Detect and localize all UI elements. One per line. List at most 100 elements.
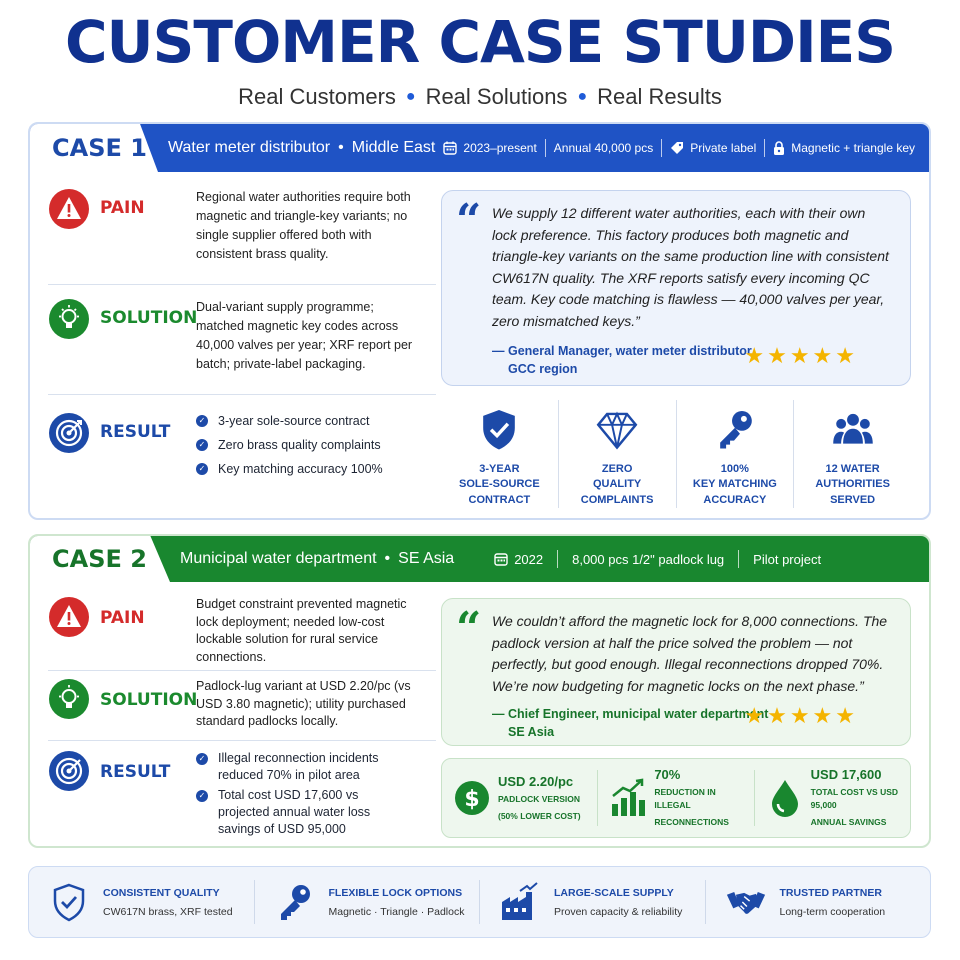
check-icon: ✓	[196, 439, 208, 451]
shield-check-icon	[53, 883, 85, 922]
case-2-result-row: RESULT ✓Illegal reconnection incidents r…	[48, 750, 438, 843]
subtitle-item: Real Customers	[238, 84, 396, 109]
quote-author: — Chief Engineer, municipal water depart…	[492, 707, 769, 739]
case-2-card: CASE 2 Municipal water department•SE Asi…	[28, 534, 931, 848]
growth-chart-icon	[612, 778, 646, 816]
feature-item: LARGE-SCALE SUPPLY Proven capacity & reli…	[480, 880, 706, 924]
case-1-tag: CASE 1	[30, 124, 158, 172]
case-2-testimonial: “ We couldn’t afford the magnetic lock f…	[441, 598, 911, 746]
target-icon	[48, 750, 90, 792]
case-1-result-row: RESULT ✓3-year sole-source contract ✓Zer…	[48, 412, 438, 484]
quote-icon: “	[456, 603, 482, 654]
solution-text: Dual-variant supply programme; matched m…	[196, 300, 413, 371]
divider	[48, 284, 436, 285]
feature-title: FLEXIBLE LOCK OPTIONS	[328, 886, 463, 899]
check-icon: ✓	[196, 463, 208, 475]
result-list: ✓Illegal reconnection incidents reduced …	[196, 750, 396, 843]
case-1-header-bar: CASE 1 Water meter distributor•Middle Ea…	[30, 124, 929, 172]
result-label: RESULT	[100, 762, 171, 782]
case-1-customer: Water meter distributor•Middle East	[168, 139, 436, 156]
solution-text: Padlock-lug variant at USD 2.20/pc (vs U…	[196, 679, 411, 728]
pain-text: Regional water authorities require both …	[196, 190, 411, 261]
shield-check-icon	[483, 409, 516, 450]
key-icon	[720, 410, 752, 449]
feature-subtitle: Proven capacity & reliability	[554, 905, 683, 918]
water-drop-icon	[771, 780, 798, 817]
case-2-pain-row: PAIN Budget constraint prevented magneti…	[48, 596, 438, 666]
pain-text: Budget constraint prevented magnetic loc…	[196, 597, 407, 664]
case-2-meta: 2022 8,000 pcs 1/2" padlock lug Pilot pr…	[494, 550, 821, 568]
feature-item: TRUSTED PARTNER Long-term cooperation	[706, 880, 931, 924]
lock-icon	[773, 141, 785, 155]
list-item: ✓Zero brass quality complaints	[196, 436, 383, 455]
feature-title: CONSISTENT QUALITY	[103, 886, 220, 899]
case-2-year: 2022	[514, 551, 544, 567]
target-icon	[48, 412, 90, 454]
feature-subtitle: Long-term cooperation	[779, 905, 886, 918]
divider	[48, 670, 436, 671]
quote-text: We couldn’t afford the magnetic lock for…	[492, 613, 888, 694]
case-2-volume: 8,000 pcs 1/2" padlock lug	[572, 551, 725, 567]
quote-icon: “	[456, 195, 482, 246]
case-2-customer: Municipal water department•SE Asia	[180, 550, 455, 567]
page-title: CUSTOMER CASE STUDIES	[64, 8, 896, 76]
feature-subtitle: CW617N brass, XRF tested	[103, 905, 233, 918]
subtitle-item: Real Results	[597, 84, 722, 109]
subtitle-item: Real Solutions	[425, 84, 568, 109]
dollar-icon: $	[455, 781, 489, 815]
feature-title: LARGE-SCALE SUPPLY	[554, 886, 674, 899]
calendar-icon	[494, 552, 508, 566]
check-icon: ✓	[196, 415, 208, 427]
divider	[48, 394, 436, 395]
solution-label: SOLUTION	[100, 308, 198, 328]
diamond-icon	[596, 411, 638, 450]
feature-item: FLEXIBLE LOCK OPTIONS Magnetic · Triangle…	[255, 880, 480, 924]
result-label: RESULT	[100, 422, 171, 442]
pain-label: PAIN	[100, 198, 145, 218]
case-1-card: CASE 1 Water meter distributor•Middle Ea…	[28, 122, 931, 520]
lightbulb-icon	[48, 678, 90, 720]
case-1-lock-type: Magnetic + triangle key	[791, 141, 915, 155]
list-item: ✓Illegal reconnection incidents reduced …	[196, 750, 396, 784]
feature-footer: CONSISTENT QUALITY CW617N brass, XRF test…	[28, 866, 931, 938]
case-2-tag: CASE 2	[30, 536, 170, 582]
case-1-pain-row: PAIN Regional water authorities require …	[48, 188, 438, 264]
quote-author: — General Manager, water meter distribut…	[492, 344, 752, 376]
list-item: ✓3-year sole-source contract	[196, 412, 383, 431]
result-list: ✓3-year sole-source contract ✓Zero brass…	[196, 412, 383, 484]
quote-text: We supply 12 different water authorities…	[492, 205, 889, 329]
case-1-testimonial: “ We supply 12 different water authoriti…	[441, 190, 911, 386]
case-2-project-type: Pilot project	[753, 551, 822, 567]
warning-icon	[48, 596, 90, 638]
case-2-header-bar: CASE 2 Municipal water department•SE Asi…	[30, 536, 929, 582]
factory-icon	[502, 882, 538, 920]
case-1-meta: 2023–present Annual 40,000 pcs Private l…	[443, 139, 915, 157]
tag-icon	[670, 141, 684, 155]
check-icon: ✓	[196, 753, 208, 765]
calendar-icon	[443, 141, 458, 155]
solution-label: SOLUTION	[100, 690, 198, 710]
divider	[48, 740, 436, 741]
case-1-label-type: Private label	[690, 141, 757, 155]
people-icon	[832, 413, 873, 444]
list-item: ✓Total cost USD 17,600 vs projected annu…	[196, 787, 396, 838]
feature-subtitle: Magnetic · Triangle · Padlock	[328, 905, 465, 918]
handshake-icon	[726, 892, 765, 914]
feature-item: CONSISTENT QUALITY CW617N brass, XRF test…	[29, 880, 255, 924]
star-rating: ★★★★★	[744, 343, 858, 368]
case-1-solution-row: SOLUTION Dual-variant supply programme; …	[48, 298, 438, 374]
svg-text:$: $	[464, 787, 479, 812]
page-subtitle: Real Customers●Real Solutions●Real Resul…	[238, 84, 722, 109]
key-icon	[280, 885, 310, 920]
lightbulb-icon	[48, 298, 90, 340]
feature-title: TRUSTED PARTNER	[779, 886, 882, 899]
